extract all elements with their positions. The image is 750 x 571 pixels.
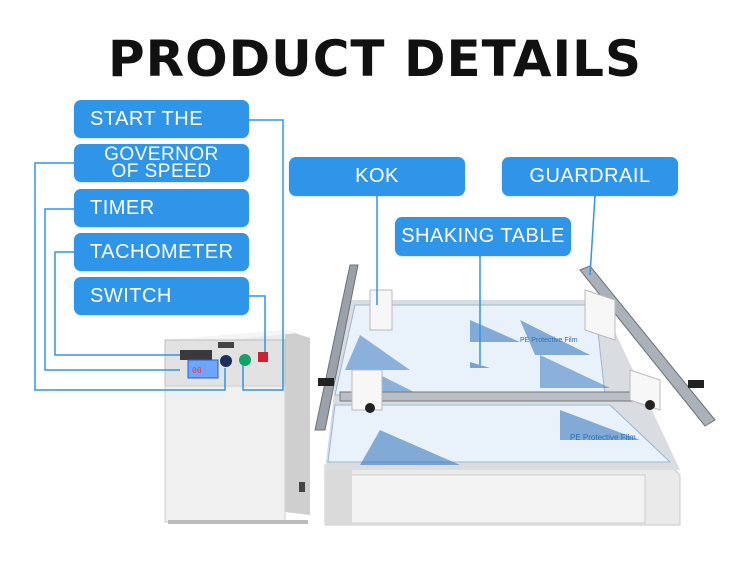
shaking-table-top: PE Protective Film PE Protective Film <box>325 300 680 470</box>
shaking-table-label: SHAKING TABLE <box>395 217 571 256</box>
control-panel: 00 <box>180 342 268 379</box>
governor-of-speed-label: GOVERNOR OF SPEED <box>74 144 249 182</box>
tachometer-label: TACHOMETER <box>74 233 249 271</box>
start-the-label: START THE <box>74 100 249 138</box>
film-text: PE Protective Film <box>570 433 636 442</box>
governor-line-2: OF SPEED <box>111 161 212 182</box>
connector-lines <box>34 119 596 391</box>
table-base <box>324 464 681 526</box>
film-text: PE Protective Film <box>520 337 578 344</box>
switch-label: SWITCH <box>74 277 249 315</box>
kok-label: KOK <box>289 157 465 196</box>
timer-label: TIMER <box>74 189 249 227</box>
kok-clamp <box>351 289 661 413</box>
governor-line-1: GOVERNOR <box>104 144 219 165</box>
page-title: PRODUCT DETAILS <box>107 30 643 88</box>
svg-text:00: 00 <box>192 366 202 375</box>
guardrail-label: GUARDRAIL <box>502 157 678 196</box>
